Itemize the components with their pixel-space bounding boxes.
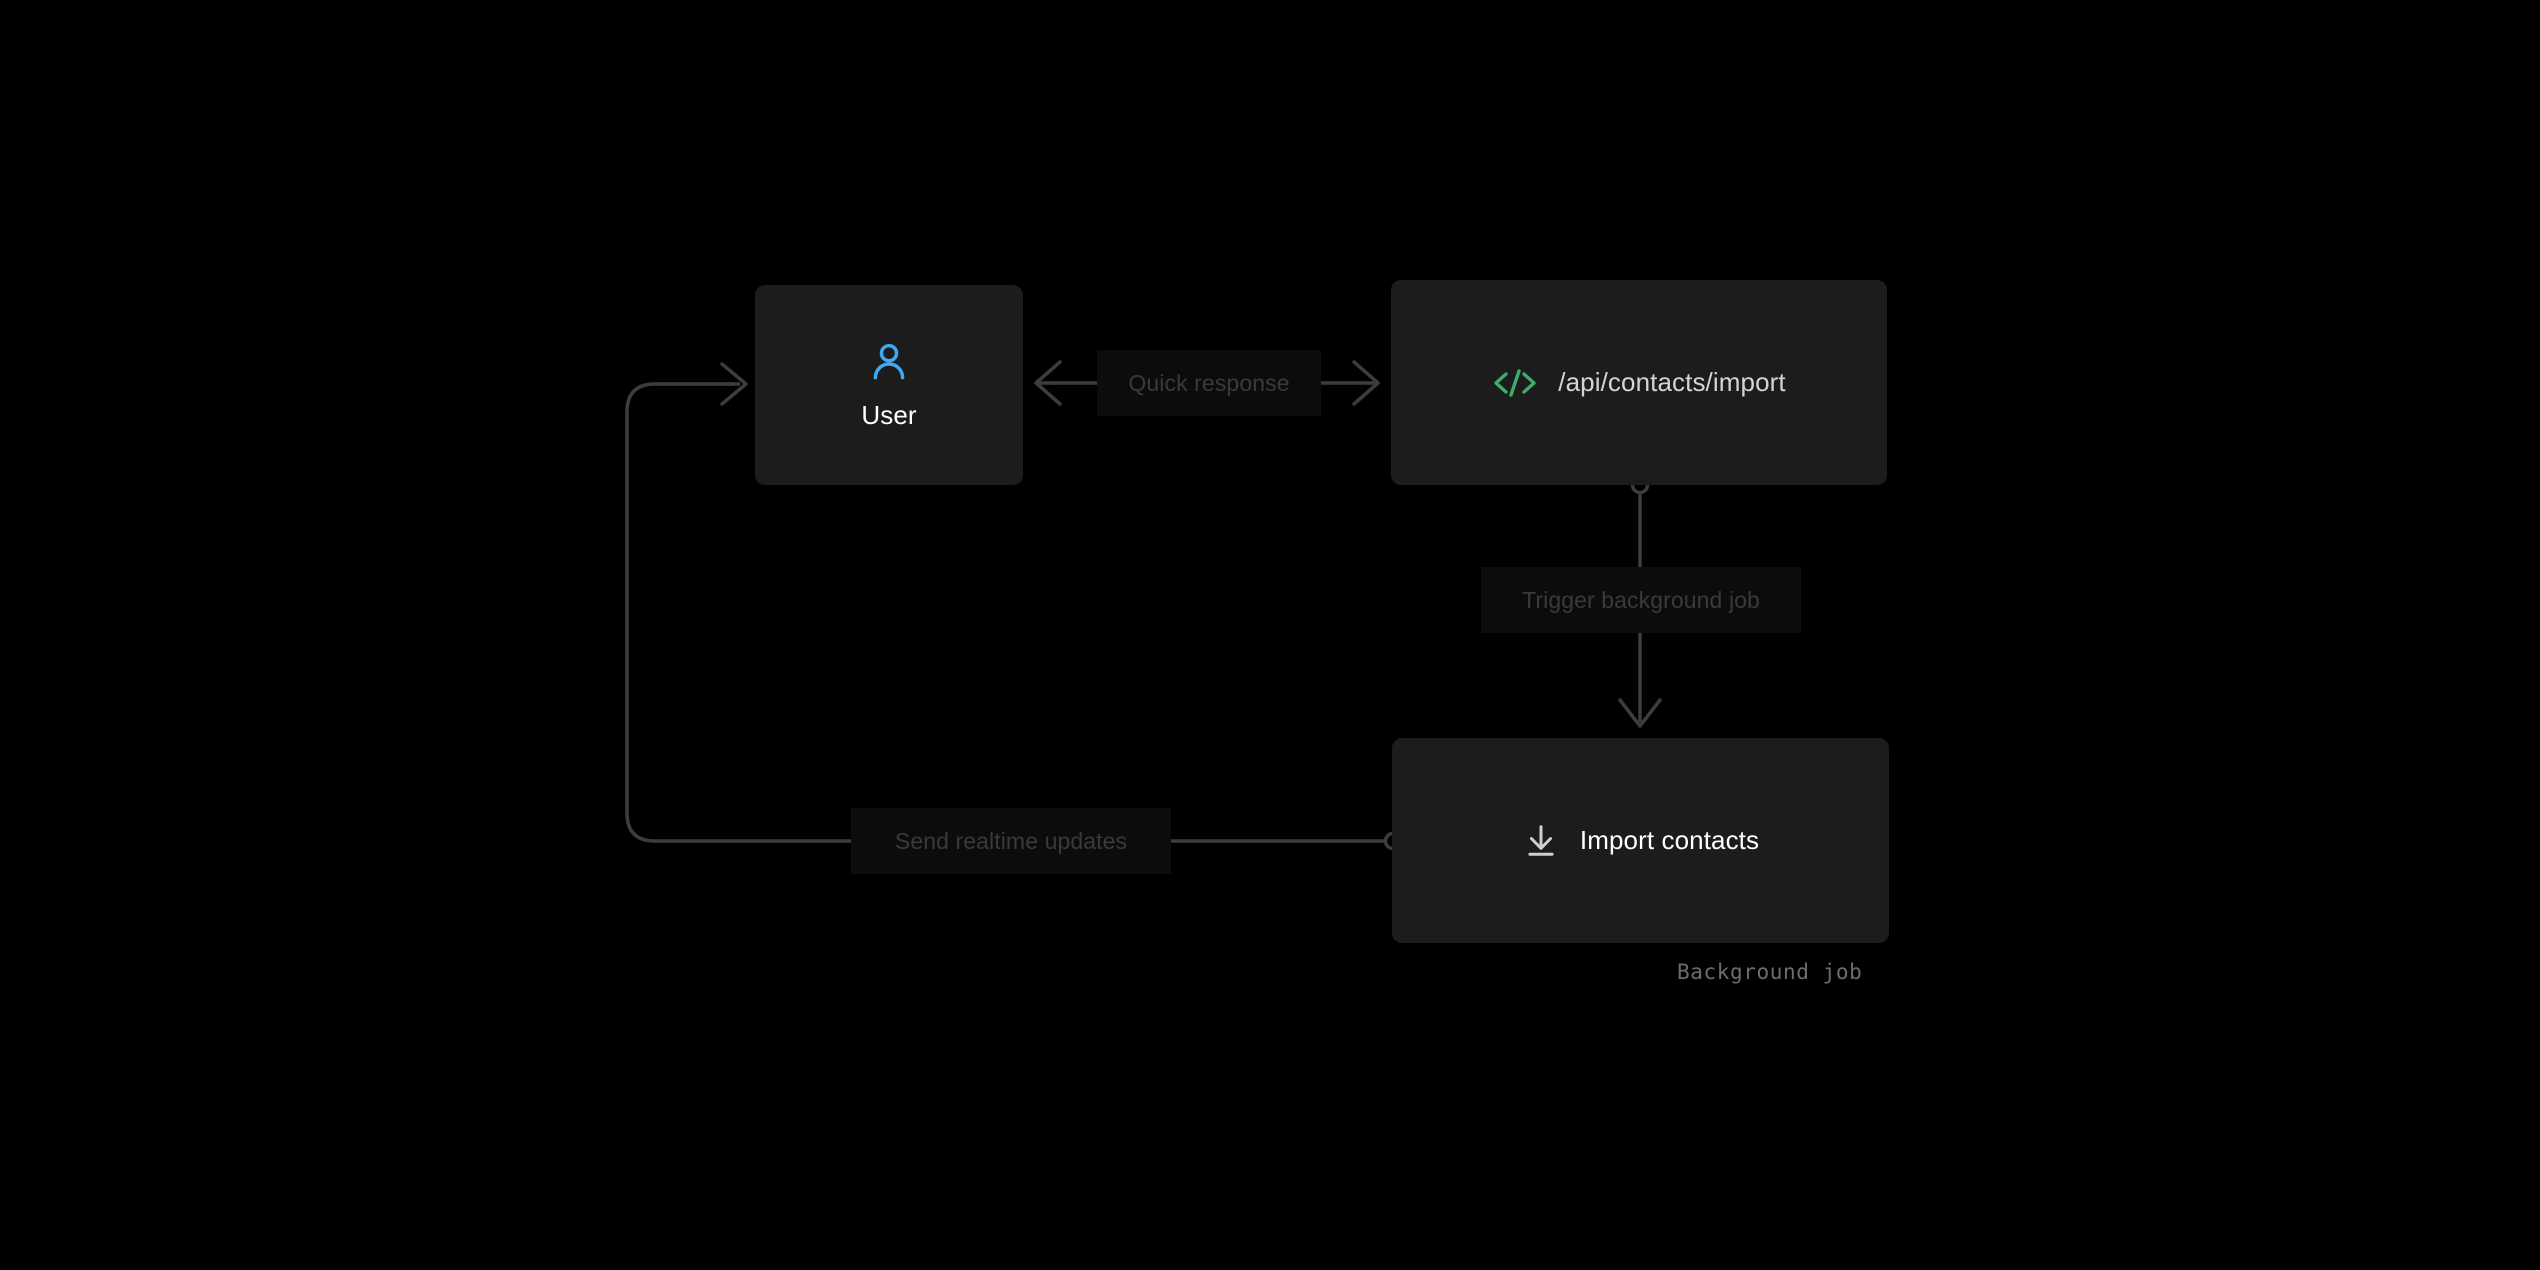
- edge-label-quick-response: Quick response: [1097, 350, 1321, 416]
- node-user[interactable]: User: [755, 285, 1023, 485]
- edge-label-trigger-background-job: Trigger background job: [1481, 567, 1801, 633]
- node-api-label: /api/contacts/import: [1558, 367, 1786, 397]
- arrowhead-right-icon: [720, 362, 748, 406]
- download-icon: [1522, 822, 1560, 860]
- arrowhead-right-icon: [1352, 360, 1380, 406]
- node-job-content: Import contacts: [1522, 822, 1759, 860]
- node-job-caption: Background job: [1677, 960, 1863, 984]
- edge-label-send-realtime-updates: Send realtime updates: [851, 808, 1171, 874]
- node-api-endpoint[interactable]: /api/contacts/import: [1391, 280, 1887, 485]
- code-brackets-icon: [1492, 366, 1538, 400]
- node-import-contacts[interactable]: Import contacts: [1392, 738, 1889, 943]
- arrowhead-left-icon: [1034, 360, 1062, 406]
- node-user-content: User: [861, 340, 917, 431]
- node-api-content: /api/contacts/import: [1492, 366, 1786, 400]
- node-job-label: Import contacts: [1579, 825, 1760, 855]
- arrowhead-down-icon: [1618, 698, 1662, 728]
- user-icon: [867, 340, 911, 384]
- node-user-label: User: [861, 399, 917, 430]
